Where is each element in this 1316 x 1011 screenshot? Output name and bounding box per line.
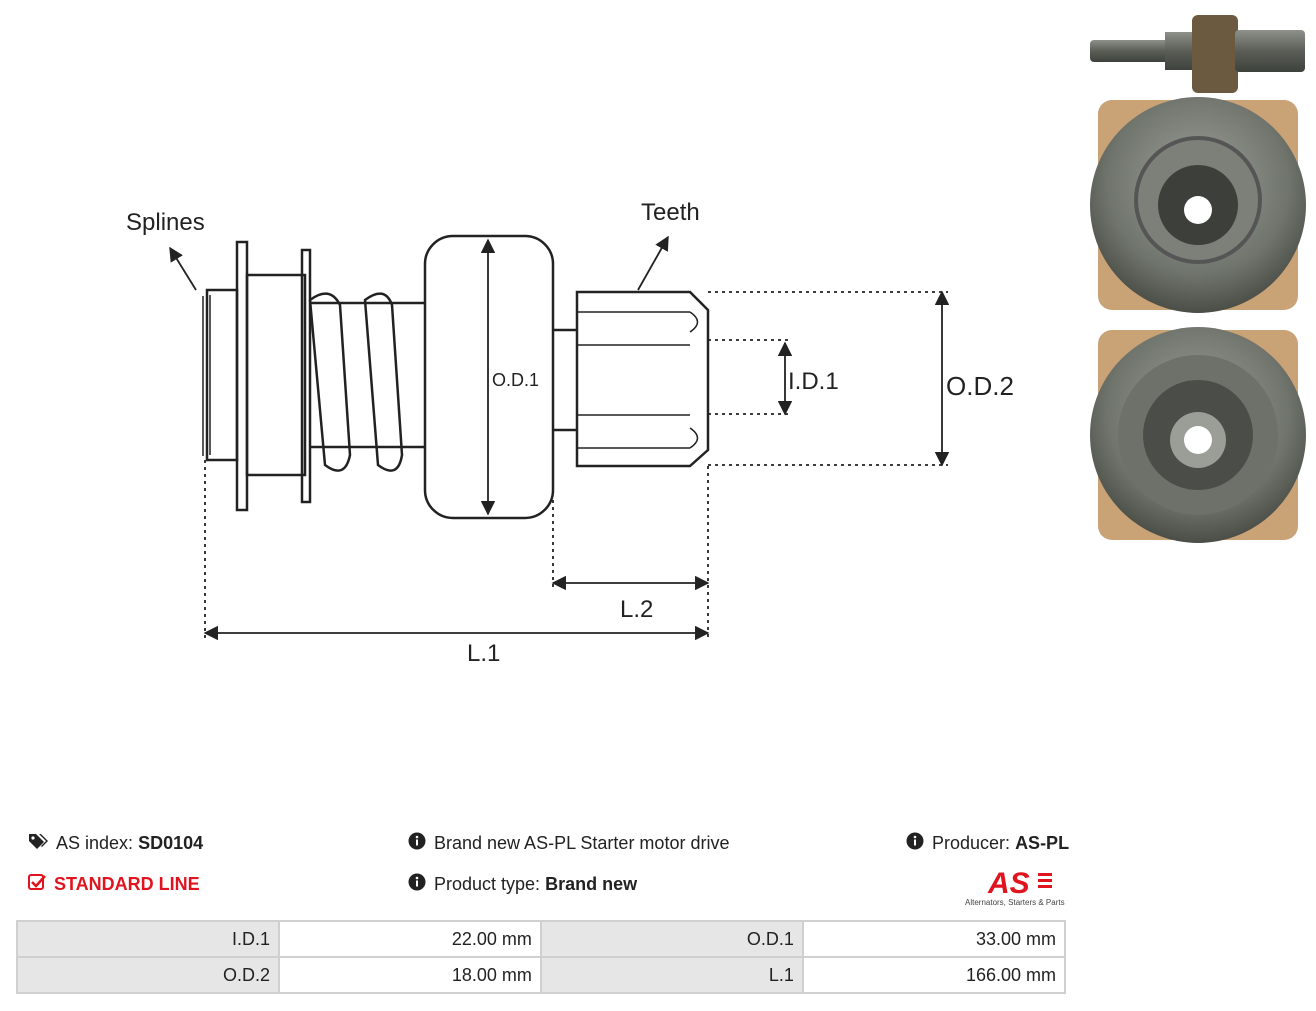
collar-shape — [423, 234, 555, 520]
label-splines: Splines — [126, 209, 205, 236]
photo-front-view — [1090, 97, 1306, 313]
pinion-shape — [575, 290, 710, 468]
info-circle-icon — [906, 832, 924, 855]
photo-back-view — [1090, 327, 1306, 543]
label-od2: O.D.2 — [946, 371, 1014, 401]
logo-tagline: Alternators, Starters & Parts — [965, 898, 1065, 907]
label-od1: O.D.1 — [492, 370, 539, 390]
logo-mark: AS — [987, 867, 1030, 900]
spec-value: 33.00 mm — [801, 920, 1067, 958]
spec-label: O.D.2 — [16, 956, 280, 994]
left-flange-shape — [235, 240, 249, 512]
product-type: Product type: Brand new — [408, 873, 637, 896]
as-pl-logo: AS Alternators, Starters & Parts — [960, 865, 1070, 910]
tags-icon — [28, 832, 48, 855]
table-row: O.D.2 18.00 mm L.1 166.00 mm — [16, 956, 1067, 994]
check-square-icon — [28, 873, 46, 896]
table-row: I.D.1 22.00 mm O.D.1 33.00 mm — [16, 920, 1067, 958]
product-photos — [1090, 15, 1306, 543]
producer: Producer: AS-PL — [906, 832, 1069, 855]
spec-value: 166.00 mm — [801, 956, 1067, 994]
as-index-value: SD0104 — [138, 833, 204, 853]
label-l1: L.1 — [467, 640, 500, 667]
spring-coil-2 — [363, 292, 404, 472]
spring-coil-1 — [308, 292, 352, 472]
label-l2: L.2 — [620, 596, 653, 623]
info-circle-icon — [408, 873, 426, 896]
spec-value: 22.00 mm — [277, 920, 542, 958]
spec-value: 18.00 mm — [277, 956, 542, 994]
spec-label: L.1 — [539, 956, 804, 994]
spec-label: O.D.1 — [539, 920, 804, 958]
line-badge: STANDARD LINE — [28, 873, 200, 896]
as-index: AS index: SD0104 — [28, 832, 203, 855]
spec-label: I.D.1 — [16, 920, 280, 958]
technical-drawing: Splines Teeth O.D.1 I.D.1 O.D.2 L.2 L.1 — [126, 199, 1014, 667]
spec-table: I.D.1 22.00 mm O.D.1 33.00 mm O.D.2 18.0… — [16, 920, 1067, 994]
description: Brand new AS-PL Starter motor drive — [408, 832, 729, 855]
spline-end-shape — [205, 288, 239, 462]
label-id1: I.D.1 — [788, 368, 839, 395]
info-circle-icon — [408, 832, 426, 855]
right-flange-shape — [300, 248, 312, 504]
label-teeth: Teeth — [641, 199, 700, 226]
photo-side-view — [1090, 15, 1305, 93]
